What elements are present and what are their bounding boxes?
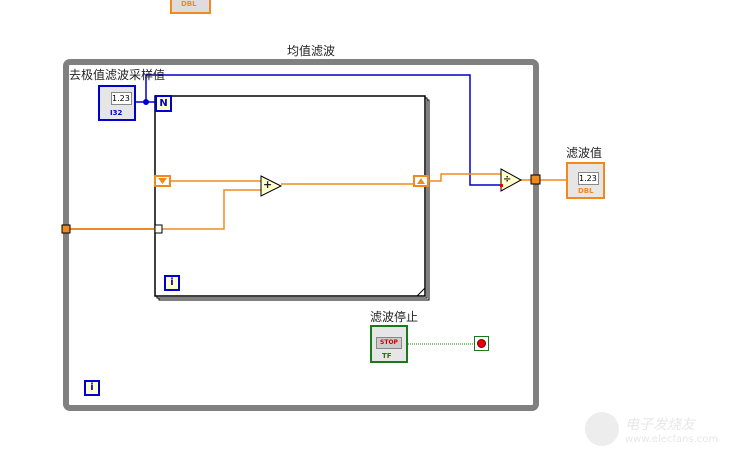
divide-symbol: ÷ [503,174,512,185]
filtered-value: 1.23 [578,172,599,185]
watermark-title: 电子发烧友 [625,417,695,433]
samples-value[interactable]: 1.23 [111,92,132,105]
loop-tunnel-input[interactable] [61,224,71,234]
stop-condition-terminal[interactable] [474,336,489,351]
watermark-url: www.elecfans.com [625,434,719,445]
count-terminal[interactable]: N [155,95,172,112]
i32-tag: I32 [110,109,123,117]
for-loop-corner [416,287,426,297]
stop-control-label: 滤波停止 [370,310,419,324]
filtered-indicator-label: 滤波值 [566,146,603,160]
dbl-tag: DBL [578,187,594,195]
wire-junction [143,99,149,105]
samples-control-label: 去极值滤波采样值 [69,68,166,82]
stop-button[interactable]: STOP [376,337,402,349]
stop-control[interactable]: STOP TF [370,325,408,363]
while-loop-label: 均值滤波 [287,44,336,58]
while-loop-frame[interactable] [63,59,539,411]
filtered-indicator[interactable]: 1.23 DBL [566,162,605,199]
loop-tunnel-output[interactable] [530,174,541,185]
blue-wire-divisor [145,74,502,186]
add-symbol: + [263,178,273,191]
watermark: 电子发烧友 www.elecfans.com [585,408,725,456]
dbl-tag: DBL [181,0,197,8]
orange-wire-index [162,189,262,230]
while-iteration-terminal: i [84,380,100,396]
for-loop-frame[interactable] [154,95,426,297]
index-tunnel[interactable] [154,224,163,234]
watermark-logo-icon [585,412,619,446]
tf-tag: TF [382,352,392,360]
coercion-dot [500,184,503,187]
top-dbl-indicator[interactable]: DBL [170,0,211,14]
samples-control[interactable]: 1.23 I32 [98,85,136,121]
orange-wire-out [428,173,502,182]
stop-if-true-icon [477,339,486,348]
divide-function[interactable] [500,168,523,192]
add-function[interactable] [260,175,283,197]
shift-up-arrow-icon [417,178,425,184]
for-iteration-terminal: i [164,275,180,291]
shift-down-arrow-icon [158,178,167,184]
